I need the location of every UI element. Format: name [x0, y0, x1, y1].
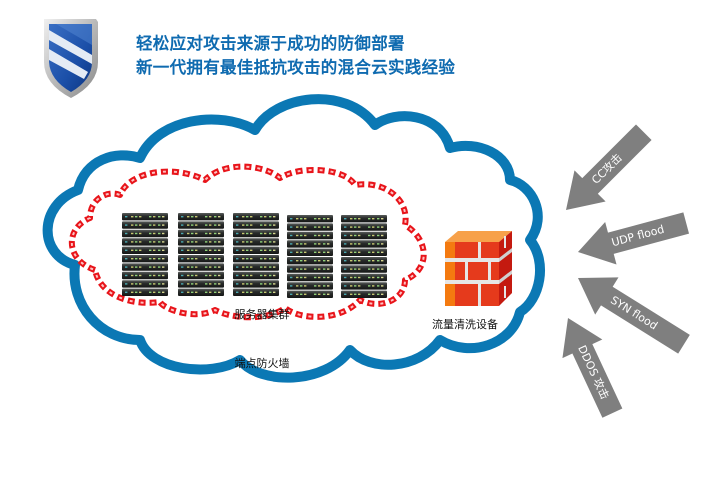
- server-unit: [233, 213, 279, 221]
- server-cluster: [122, 213, 387, 298]
- server-unit: [178, 288, 224, 296]
- server-cluster-label: 服务器集群: [235, 307, 290, 321]
- arrow-shape: [566, 124, 652, 210]
- server-unit: [233, 271, 279, 280]
- brick-firewall-icon: [445, 231, 512, 306]
- server-rack-column: [233, 213, 279, 296]
- server-unit: [287, 282, 333, 290]
- server-unit: [178, 221, 224, 229]
- server-unit: [122, 213, 168, 221]
- server-unit: [287, 290, 333, 298]
- server-unit: [233, 280, 279, 288]
- server-unit: [233, 229, 279, 238]
- server-unit: [178, 213, 224, 221]
- server-unit: [178, 263, 224, 271]
- server-rack-column: [178, 213, 224, 296]
- server-unit: [287, 223, 333, 231]
- shield-icon: [44, 19, 98, 98]
- attack-arrow: CC攻击: [566, 124, 652, 210]
- server-unit: [341, 248, 387, 256]
- scrubbing-device-label: 流量清洗设备: [432, 317, 498, 331]
- attack-arrow: DDOS 攻击: [562, 318, 623, 418]
- server-unit: [122, 280, 168, 288]
- server-unit: [178, 238, 224, 246]
- server-unit: [178, 271, 224, 280]
- server-unit: [341, 240, 387, 248]
- server-unit: [233, 246, 279, 254]
- server-rack-column: [341, 215, 387, 298]
- server-unit: [122, 263, 168, 271]
- server-unit: [287, 231, 333, 240]
- server-unit: [122, 255, 168, 263]
- server-unit: [233, 221, 279, 229]
- server-unit: [233, 255, 279, 263]
- server-unit: [178, 255, 224, 263]
- server-unit: [287, 257, 333, 265]
- server-unit: [122, 221, 168, 229]
- title-line-1: 轻松应对攻击来源于成功的防御部署: [136, 34, 405, 53]
- server-rack-column: [287, 215, 333, 298]
- server-unit: [341, 290, 387, 298]
- server-unit: [287, 215, 333, 223]
- server-unit: [233, 238, 279, 246]
- server-unit: [233, 288, 279, 296]
- server-unit: [341, 223, 387, 231]
- server-unit: [178, 229, 224, 238]
- server-unit: [341, 273, 387, 282]
- server-unit: [233, 263, 279, 271]
- title-line-2: 新一代拥有最佳抵抗攻击的混合云实践经验: [136, 58, 456, 77]
- arrow-shape: [578, 277, 690, 354]
- server-unit: [341, 265, 387, 273]
- server-unit: [178, 280, 224, 288]
- server-unit: [122, 288, 168, 296]
- server-unit: [122, 246, 168, 254]
- arrow-shape: [578, 212, 690, 265]
- attack-arrow: UDP flood: [578, 212, 690, 265]
- server-unit: [287, 265, 333, 273]
- server-unit: [287, 240, 333, 248]
- server-unit: [341, 282, 387, 290]
- server-unit: [287, 248, 333, 256]
- server-unit: [122, 229, 168, 238]
- server-unit: [178, 246, 224, 254]
- arrow-shape: [562, 318, 623, 418]
- server-unit: [341, 215, 387, 223]
- server-unit: [341, 257, 387, 265]
- endpoint-firewall-label: 端点防火墙: [235, 356, 290, 370]
- header-title: 轻松应对攻击来源于成功的防御部署 新一代拥有最佳抵抗攻击的混合云实践经验: [136, 32, 455, 80]
- server-unit: [122, 271, 168, 280]
- server-unit: [341, 231, 387, 240]
- server-unit: [122, 238, 168, 246]
- server-rack-column: [122, 213, 168, 296]
- server-unit: [287, 273, 333, 282]
